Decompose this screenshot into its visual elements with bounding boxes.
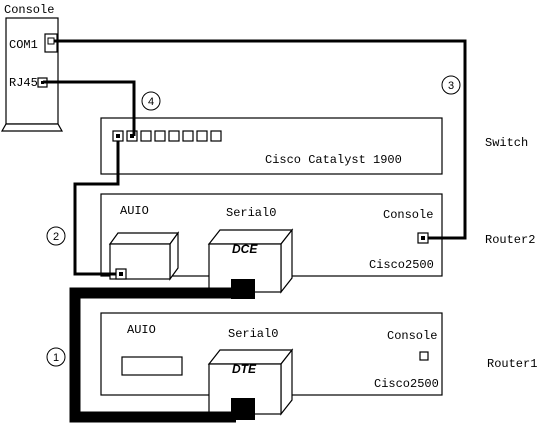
console-title: Console [4, 3, 54, 17]
router1-side-label: Router1 [487, 357, 537, 371]
router1-dte-box: DTE [207, 348, 294, 416]
cable-2-ethernet [73, 141, 120, 276]
router1-console-label: Console [387, 329, 437, 343]
router1-console-port [419, 351, 429, 361]
cable-marker-2: 2 [46, 226, 66, 246]
cable-number: 2 [53, 231, 59, 243]
switch-port-pin [116, 134, 120, 138]
cable-1-serial [69, 287, 236, 423]
router2-model: Cisco2500 [369, 258, 434, 272]
com1-label: COM1 [9, 38, 38, 52]
console-pc: Console COM1 RJ45 [0, 3, 64, 132]
switch-name: Cisco Catalyst 1900 [265, 153, 402, 167]
rj45-pin [41, 81, 44, 84]
com1-pin [47, 37, 55, 45]
dce-label: DCE [232, 242, 258, 256]
pc-base [0, 123, 64, 132]
switch-ports [112, 130, 222, 142]
router2-device: AUIO Serial0 Console Cisco2500 DCE [100, 193, 443, 294]
router1-auio-label: AUIO [127, 323, 156, 337]
router2-auio-transceiver [108, 231, 180, 281]
switch-port [140, 130, 152, 142]
cable-marker-3: 3 [441, 75, 461, 95]
router2-console-label: Console [383, 208, 433, 222]
cable-number: 1 [53, 352, 59, 364]
switch-port [154, 130, 166, 142]
switch-port [182, 130, 194, 142]
router2-side-label: Router2 [485, 233, 535, 247]
router1-model: Cisco2500 [374, 377, 439, 391]
switch-port-pin [130, 134, 134, 138]
switch-port [210, 130, 222, 142]
dce-serial-connector [231, 279, 255, 299]
router1-device: AUIO Serial0 Console Cisco2500 DTE [100, 312, 443, 416]
cable-marker-4: 4 [141, 91, 161, 111]
switch-device: Cisco Catalyst 1900 [100, 117, 443, 175]
dte-serial-connector [231, 398, 255, 420]
switch-port [168, 130, 180, 142]
cable-3-console [54, 39, 467, 240]
router2-auio-label: AUIO [120, 204, 149, 218]
dte-label: DTE [232, 362, 257, 376]
switch-box [100, 117, 443, 175]
rj45-label: RJ45 [9, 76, 38, 90]
router1-serial-label: Serial0 [228, 327, 278, 341]
switch-port [196, 130, 208, 142]
router2-serial-label: Serial0 [226, 206, 276, 220]
router1-auio-port [121, 356, 183, 376]
switch-side-label: Switch [485, 136, 528, 150]
cable-marker-1: 1 [46, 347, 66, 367]
cable-number: 4 [148, 96, 154, 108]
cable-4-rj45 [43, 80, 136, 136]
cable-number: 3 [448, 80, 454, 92]
